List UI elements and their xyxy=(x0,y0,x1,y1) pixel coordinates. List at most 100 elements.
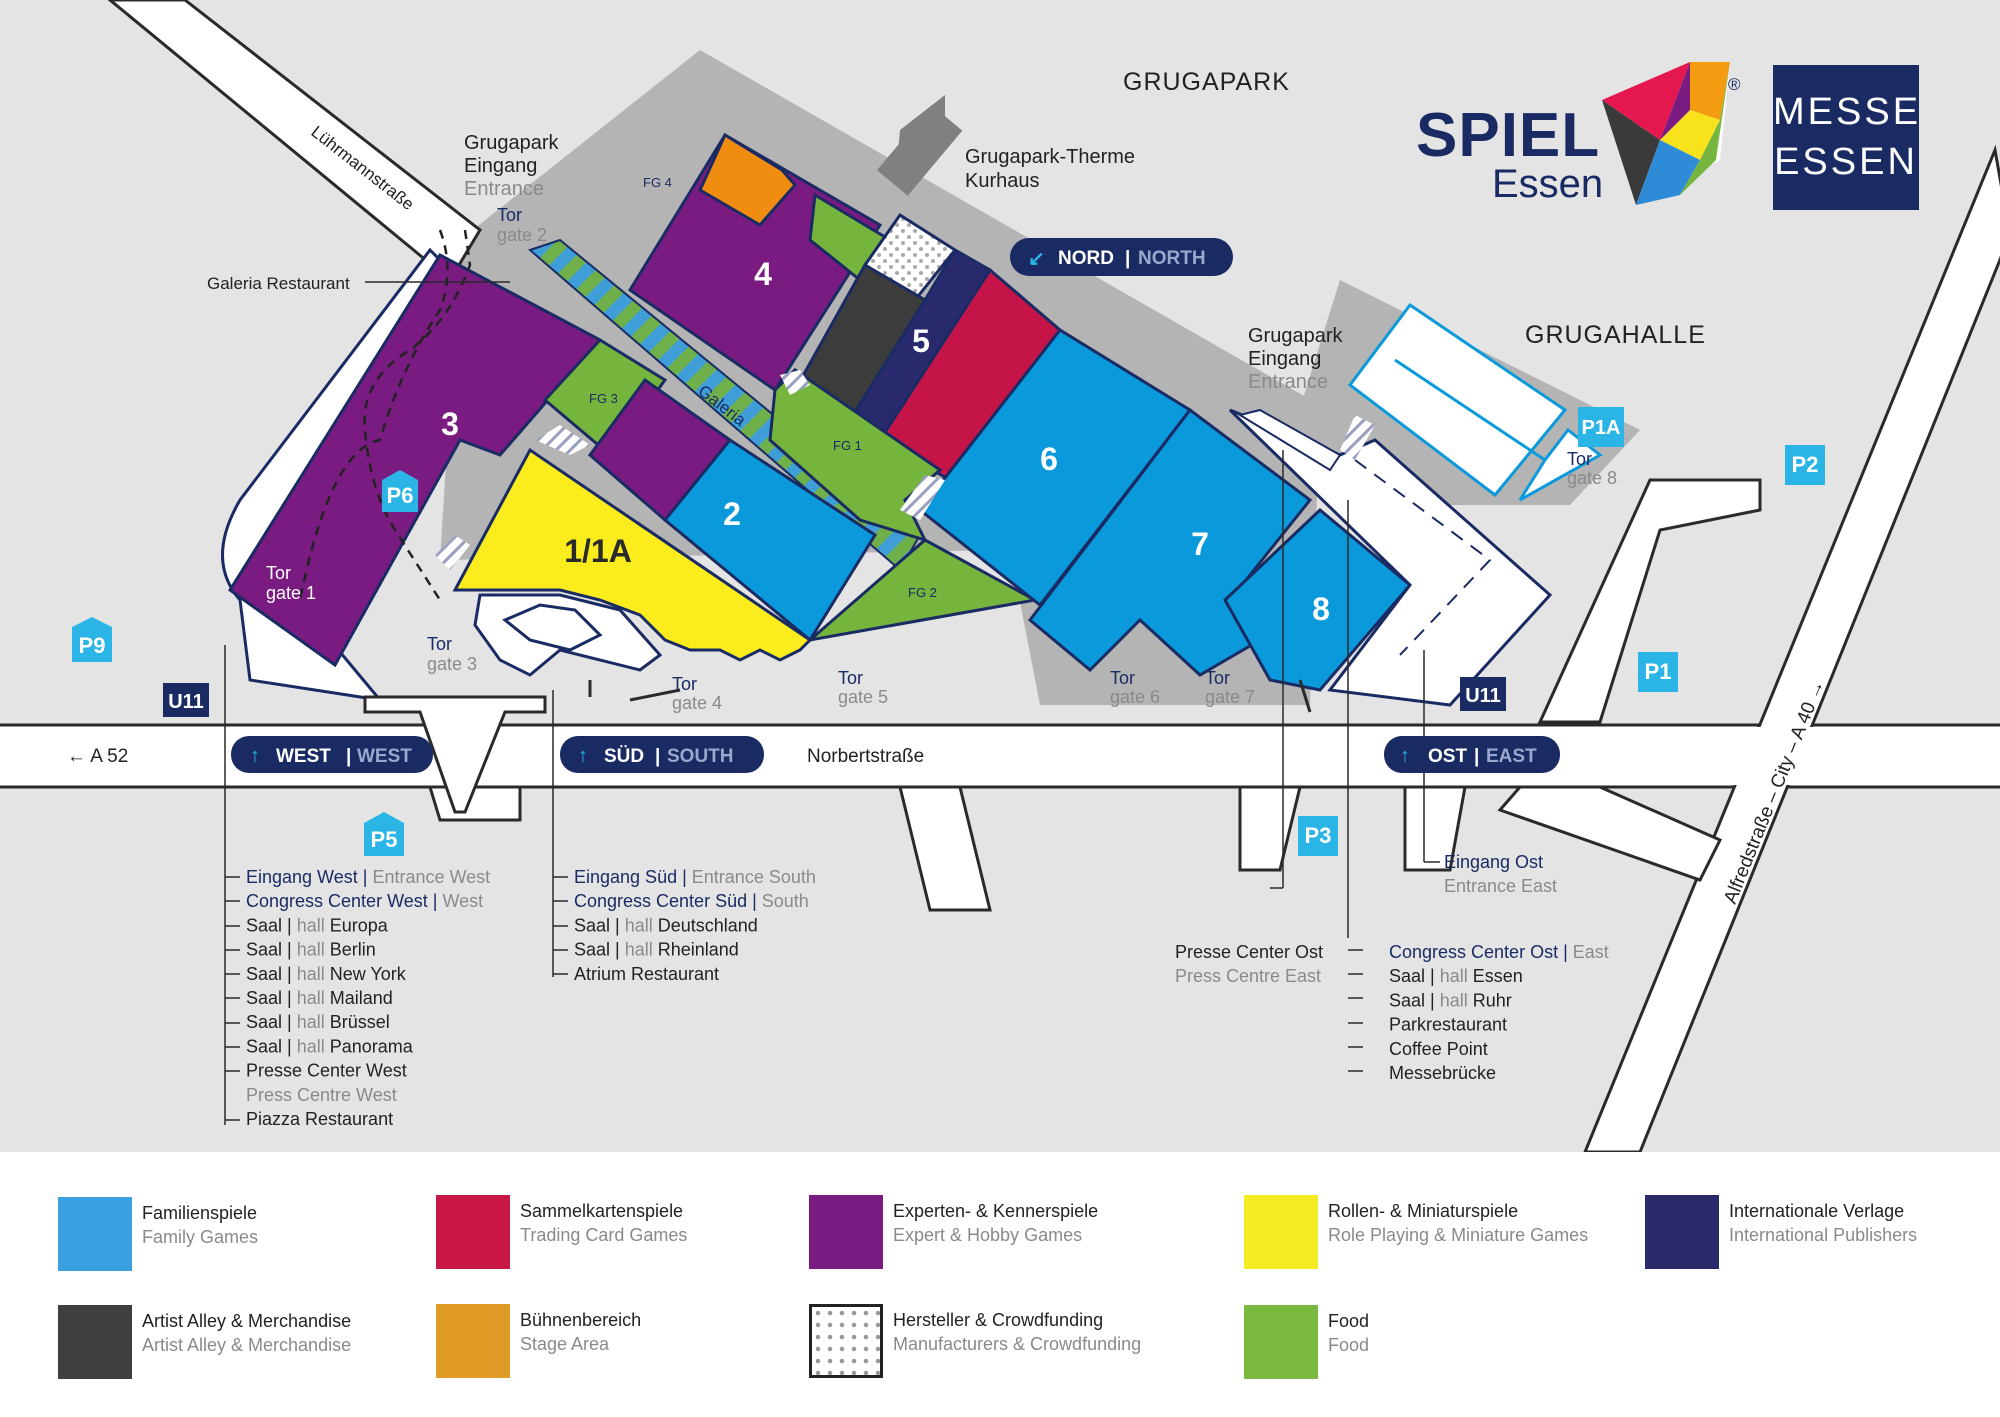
parking-p5: P5 xyxy=(364,812,404,856)
svg-text:P3: P3 xyxy=(1305,823,1332,848)
place-labels: GRUGAPARK GRUGAHALLE Grugapark-Therme Ku… xyxy=(207,68,1705,393)
hall-label-1-1a: 1/1A xyxy=(564,533,632,569)
svg-text:P1: P1 xyxy=(1645,659,1672,684)
svg-text:P6: P6 xyxy=(387,483,414,508)
press-east-en: Press Centre East xyxy=(1175,966,1321,986)
svg-text:|: | xyxy=(655,746,660,767)
gate-7-gate: gate 7 xyxy=(1205,687,1255,707)
food-area-fg1[interactable] xyxy=(768,368,943,543)
info-item: Atrium Restaurant xyxy=(574,964,719,984)
info-item: Saal | hall New York xyxy=(246,964,407,984)
parking-badges: P6 P9 P5 P3 P2 P1 P1A xyxy=(72,407,1825,856)
info-item: Saal | hall Berlin xyxy=(246,940,376,960)
legend-label-en: Manufacturers & Crowdfunding xyxy=(893,1334,1142,1354)
entrance-east-de: OST xyxy=(1428,746,1467,767)
entrance-north-en: NORTH xyxy=(1138,248,1206,269)
entrance-south[interactable]: ↑ SÜD | SOUTH xyxy=(560,736,764,773)
hall-3[interactable] xyxy=(227,253,603,668)
info-item: Congress Center Süd | South xyxy=(574,891,809,911)
press-east-de: Presse Center Ost xyxy=(1175,942,1323,962)
gate-4-gate: gate 4 xyxy=(672,693,722,713)
legend-label-de: Bühnenbereich xyxy=(520,1310,642,1330)
fg-label: FG 4 xyxy=(643,175,672,190)
svg-text:Eingang: Eingang xyxy=(464,155,537,177)
legend-swatch xyxy=(436,1304,510,1378)
hall-2[interactable] xyxy=(662,438,878,643)
east-entrance-en: Entrance East xyxy=(1444,876,1557,896)
svg-text:P5: P5 xyxy=(371,827,398,852)
entrance-north[interactable]: ↙ NORD | NORTH xyxy=(1010,238,1233,276)
svg-text:Eingang: Eingang xyxy=(1248,348,1321,370)
gate-6-gate: gate 6 xyxy=(1110,687,1160,707)
east-walkway xyxy=(1354,459,1492,656)
south-road-3 xyxy=(1403,785,1467,872)
alfredstrasse-road xyxy=(1583,144,2000,1152)
info-item: Piazza Restaurant xyxy=(246,1109,393,1129)
stage-area[interactable] xyxy=(698,132,797,227)
info-item: Saal | hall Deutschland xyxy=(574,915,758,935)
svg-text:P1A: P1A xyxy=(1582,417,1621,439)
legend-label-de: Sammelkartenspiele xyxy=(520,1201,684,1221)
fg-label: FG 1 xyxy=(833,438,862,453)
gate-3-tor: Tor xyxy=(427,634,452,654)
info-item: Saal | hall Europa xyxy=(246,915,389,935)
food-area-fg3[interactable] xyxy=(542,338,668,458)
svg-text:P9: P9 xyxy=(79,633,106,658)
hall-label: 4 xyxy=(754,256,772,292)
connector xyxy=(780,370,810,395)
info-item: Saal | hall Panorama xyxy=(246,1036,414,1056)
svg-text:↑: ↑ xyxy=(578,745,588,767)
legend-label-de: Hersteller & Crowdfunding xyxy=(893,1310,1104,1330)
info-item: Saal | hall Mailand xyxy=(246,988,393,1008)
parking-p9: P9 xyxy=(72,617,112,662)
hall-label: 3 xyxy=(441,406,459,442)
entrance-west[interactable]: ↑ WEST | WEST xyxy=(231,736,433,773)
food-labels: FG 4 FG 3 FG 1 FG 2 xyxy=(589,175,937,600)
hall-label: 6 xyxy=(1040,441,1058,477)
hall-labels: 3 4 5 6 7 8 2 xyxy=(441,256,1330,627)
south-road-1 xyxy=(898,785,992,912)
hall-1-1a[interactable] xyxy=(452,447,813,662)
legend-label-de: Food xyxy=(1328,1311,1370,1331)
gate-1-tor: Tor xyxy=(266,563,291,583)
connector-east xyxy=(1237,408,1342,472)
legend-swatch xyxy=(436,1195,510,1269)
svg-text:Entrance: Entrance xyxy=(464,178,544,200)
legend-label-en: Family Games xyxy=(142,1227,259,1247)
gate-8-tor: Tor xyxy=(1567,449,1592,469)
legend-swatch xyxy=(58,1197,132,1271)
legend-label-de: Internationale Verlage xyxy=(1729,1201,1905,1221)
legend-label-en: Trading Card Games xyxy=(520,1225,688,1245)
hall-8[interactable] xyxy=(1223,507,1413,692)
galeria-restaurant-label: Galeria Restaurant xyxy=(207,274,350,293)
legend-label-en: Stage Area xyxy=(520,1334,610,1354)
food-area-fg2[interactable] xyxy=(804,538,1040,643)
east-exit-road xyxy=(1497,785,1723,882)
parking-p3: P3 xyxy=(1298,816,1338,856)
entrance-west-en: WEST xyxy=(357,746,412,767)
kurhaus-label: Kurhaus xyxy=(965,170,1040,192)
fg-label: FG 3 xyxy=(589,391,618,406)
entrance-east[interactable]: ↑ OST | EAST xyxy=(1384,736,1560,773)
messe-word: MESSE xyxy=(1773,91,1922,133)
fg-label: FG 2 xyxy=(908,585,937,600)
info-item: Saal | hall Ruhr xyxy=(1389,990,1512,1010)
gate-4-tor: Tor xyxy=(672,674,697,694)
gate-labels: Tor gate 1 Tor gate 2 Tor gate 3 Tor gat… xyxy=(266,205,1617,713)
a52-label: ← A 52 xyxy=(67,746,128,767)
gate-8-gate: gate 8 xyxy=(1567,468,1617,488)
spiel-wordmark: SPIEL xyxy=(1416,101,1601,170)
entrance-south-en: SOUTH xyxy=(667,746,734,767)
parking-p2: P2 xyxy=(1785,445,1825,485)
u11-east xyxy=(1460,677,1506,711)
therme-block xyxy=(877,104,963,196)
transit-badges: U11 U11 xyxy=(163,677,1506,717)
messe-essen-logo: MESSE ESSEN xyxy=(1773,65,1919,210)
svg-text:↑: ↑ xyxy=(250,745,260,767)
gate-2-gate: gate 2 xyxy=(497,225,547,245)
info-item: Congress Center West | West xyxy=(246,891,483,911)
parking-p1a: P1A xyxy=(1578,407,1624,447)
